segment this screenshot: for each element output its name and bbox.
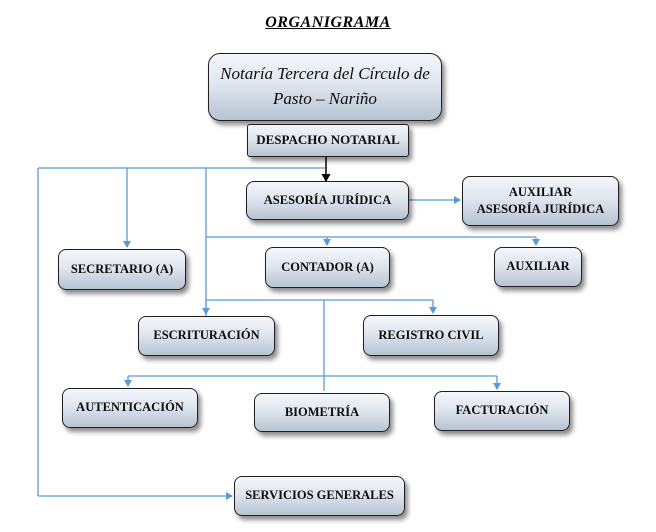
node-facturacion: FACTURACIÓN — [434, 391, 570, 431]
node-autenticacion: AUTENTICACIÓN — [62, 388, 198, 428]
node-auxiliar-label: AUXILIAR — [506, 259, 570, 274]
node-biometria: BIOMETRÍA — [254, 393, 390, 432]
node-escrituracion: ESCRITURACIÓN — [138, 316, 275, 356]
node-registro-label: REGISTRO CIVIL — [378, 327, 484, 342]
node-facturacion-label: FACTURACIÓN — [455, 403, 549, 418]
node-contador: CONTADOR (A) — [265, 247, 390, 288]
node-auxiliar: AUXILIAR — [494, 247, 582, 287]
node-aux-asesoria-label: AUXILIAR ASESORÍA JURÍDICA — [476, 185, 605, 216]
node-auxiliar-asesoria-juridica: AUXILIAR ASESORÍA JURÍDICA — [462, 176, 619, 226]
node-notaria: Notaría Tercera del Círculo de Pasto – N… — [208, 53, 442, 121]
node-contador-label: CONTADOR (A) — [281, 259, 374, 274]
node-secretario: SECRETARIO (A) — [58, 249, 186, 290]
node-asesoria-label: ASESORÍA JURÍDICA — [263, 192, 392, 207]
node-autenticacion-label: AUTENTICACIÓN — [76, 400, 184, 415]
node-secretario-label: SECRETARIO (A) — [70, 261, 174, 276]
node-servicios-generales: SERVICIOS GENERALES — [234, 476, 405, 516]
node-despacho-notarial: DESPACHO NOTARIAL — [247, 124, 409, 157]
node-biometria-label: BIOMETRÍA — [284, 404, 360, 419]
node-despacho-label: DESPACHO NOTARIAL — [256, 132, 400, 148]
node-notaria-label: Notaría Tercera del Círculo de Pasto – N… — [220, 64, 430, 108]
node-servicios-label: SERVICIOS GENERALES — [245, 488, 394, 503]
chart-title: ORGANIGRAMA — [265, 14, 391, 31]
node-escrituracion-label: ESCRITURACIÓN — [153, 328, 260, 343]
node-registro-civil: REGISTRO CIVIL — [363, 315, 499, 356]
node-asesoria-juridica: ASESORÍA JURÍDICA — [246, 181, 409, 220]
